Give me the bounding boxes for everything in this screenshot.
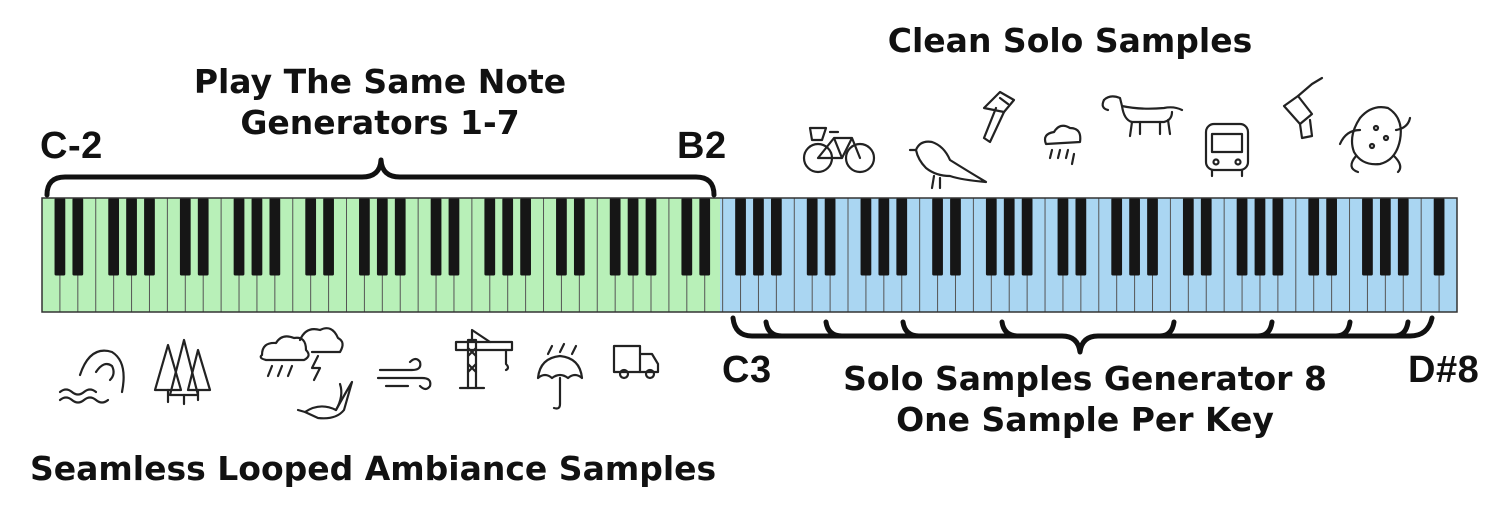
truck-icon: [612, 344, 660, 380]
black-key: [1021, 198, 1033, 276]
black-key: [72, 198, 84, 276]
black-key: [1379, 198, 1391, 276]
range-start-low-label: C-2: [40, 125, 103, 167]
black-key: [54, 198, 66, 276]
range-end-low-label: B2: [677, 125, 727, 167]
black-key: [1308, 198, 1320, 276]
black-key: [950, 198, 961, 276]
goose-icon: [296, 380, 354, 420]
range-start-high-label: C3: [722, 349, 772, 391]
black-key: [394, 198, 406, 276]
black-key: [430, 198, 442, 276]
solo-generator-heading: Solo Samples Generator 8 One Sample Per …: [830, 358, 1340, 440]
black-key: [448, 198, 460, 276]
range-end-high-label: D#8: [1408, 349, 1480, 391]
black-key: [197, 198, 209, 276]
black-key: [126, 198, 137, 276]
black-key: [376, 198, 388, 276]
black-key: [359, 198, 370, 276]
black-key: [1254, 198, 1266, 276]
black-key: [1433, 198, 1445, 276]
piano-keyboard: [41, 197, 1458, 313]
black-key: [1129, 198, 1140, 276]
black-key: [520, 198, 531, 276]
black-key: [932, 198, 943, 276]
black-key: [1182, 198, 1194, 276]
black-key: [770, 198, 782, 276]
black-key: [233, 198, 245, 276]
black-key: [179, 198, 191, 276]
solo-generator-heading-line2: One Sample Per Key: [896, 400, 1274, 439]
rain-cloud-icon: [1043, 124, 1082, 166]
black-key: [609, 198, 621, 276]
black-key: [878, 198, 890, 276]
crane-icon: [454, 328, 514, 390]
black-key: [251, 198, 263, 276]
black-key: [645, 198, 657, 276]
black-key: [1075, 198, 1087, 276]
sparrow-icon: [908, 140, 988, 190]
same-note-heading-line1: Play The Same Note: [193, 62, 567, 101]
black-key: [1362, 198, 1373, 276]
black-key: [1057, 198, 1069, 276]
wind-icon: [376, 357, 432, 391]
black-key: [1200, 198, 1212, 276]
clean-solo-heading: Clean Solo Samples: [887, 21, 1253, 60]
umbrella-rain-icon: [536, 342, 584, 410]
black-key: [824, 198, 836, 276]
dachshund-icon: [1101, 95, 1184, 138]
trees-icon: [153, 338, 212, 406]
bicycle-icon: [802, 126, 876, 174]
generators-1-7-brace: [44, 157, 717, 198]
black-key: [627, 198, 639, 276]
hammer-icon: [982, 90, 1016, 144]
black-key: [1236, 198, 1248, 276]
black-key: [1272, 198, 1284, 276]
solo-generator-heading-line1: Solo Samples Generator 8: [843, 359, 1327, 398]
black-key: [1147, 198, 1158, 276]
frog-icon: [1338, 106, 1412, 174]
black-key: [108, 198, 120, 276]
solo-generator-brace: [730, 315, 1435, 355]
black-key: [896, 198, 908, 276]
drill-icon: [1282, 76, 1324, 140]
black-key: [681, 198, 693, 276]
black-key: [860, 198, 872, 276]
same-note-heading-line2: Generators 1-7: [240, 103, 520, 142]
black-key: [269, 198, 281, 276]
black-key: [573, 198, 585, 276]
black-key: [985, 198, 997, 276]
black-key: [484, 198, 496, 276]
black-key: [1326, 198, 1337, 276]
black-key: [1111, 198, 1123, 276]
black-key: [806, 198, 818, 276]
keyboard-outline: [41, 197, 1458, 313]
black-key: [305, 198, 317, 276]
black-key: [556, 198, 567, 276]
black-key: [753, 198, 764, 276]
black-key: [144, 198, 155, 276]
same-note-heading: Play The Same Note Generators 1-7: [180, 61, 580, 143]
black-key: [735, 198, 746, 276]
black-key: [1003, 198, 1015, 276]
ambiance-heading: Seamless Looped Ambiance Samples: [30, 449, 717, 488]
bus-icon: [1204, 122, 1250, 178]
black-key: [502, 198, 514, 276]
wave-icon: [58, 349, 125, 404]
black-key: [323, 198, 334, 276]
black-key: [699, 198, 711, 276]
storm-clouds-icon: [259, 327, 344, 382]
black-key: [1397, 198, 1409, 276]
